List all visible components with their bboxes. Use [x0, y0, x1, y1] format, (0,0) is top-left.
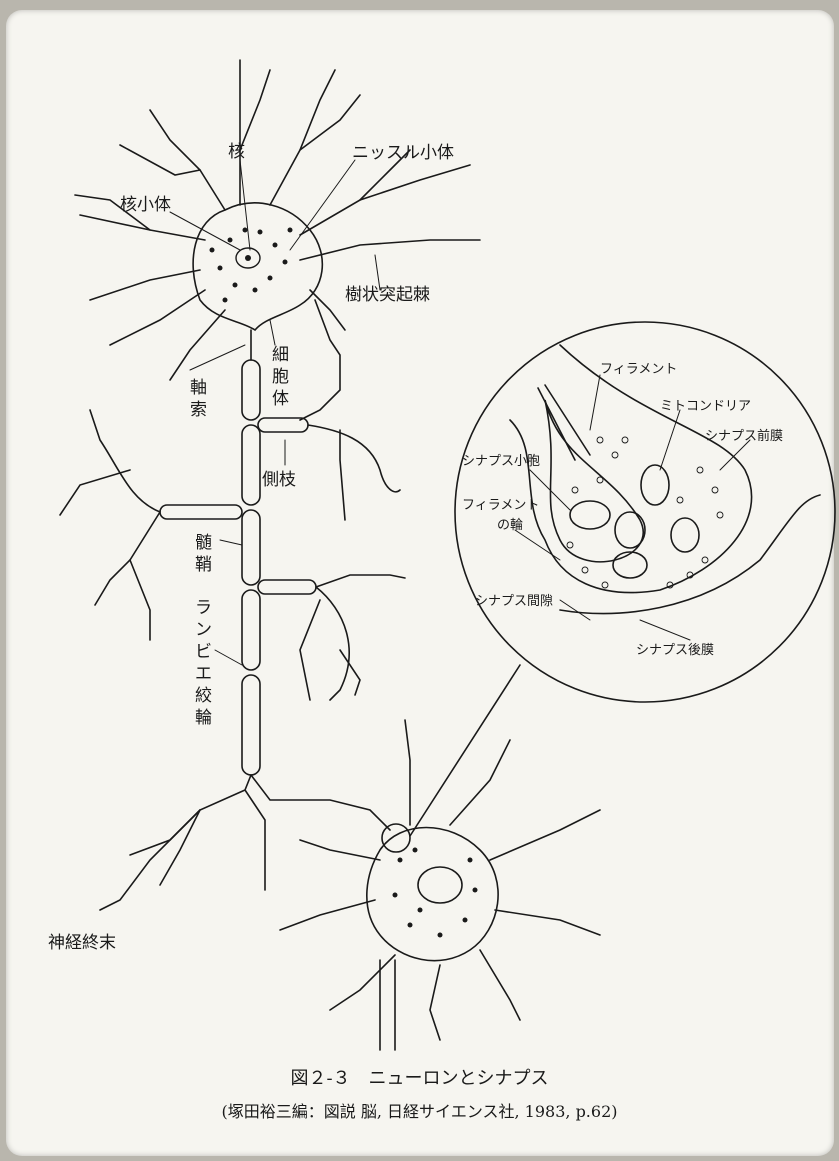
label-filament-ring-1: フィラメント [462, 498, 539, 513]
label-filament: フィラメント [600, 362, 677, 377]
synapse-zoom [410, 322, 835, 836]
label-presynaptic-membrane: シナプス前膜 [705, 428, 783, 444]
label-ranvier-2: ン [195, 620, 212, 640]
label-collateral: 側枝 [262, 470, 296, 490]
upper-dendrites [75, 60, 480, 420]
lower-neuron [280, 720, 600, 1050]
label-dendritic-spine: 樹状突起棘 [345, 285, 430, 305]
label-synaptic-cleft: シナプス間隙 [475, 594, 553, 609]
label-axon-1: 軸 [190, 378, 207, 398]
label-synaptic-vesicle: シナプス小胞 [462, 454, 540, 469]
label-cell-body-2: 胞 [272, 367, 289, 387]
vesicles [567, 437, 723, 588]
figure-caption-title: 図２-３ ニューロンとシナプス [0, 1064, 839, 1090]
label-myelin-1: 髄 [195, 533, 212, 553]
label-nerve-terminal: 神経終末 [48, 933, 116, 953]
label-axon-2: 索 [190, 400, 207, 420]
label-ranvier-5: 絞 [195, 686, 212, 706]
label-myelin-2: 鞘 [195, 555, 212, 575]
label-filament-ring-2: の輪 [497, 517, 523, 533]
label-cell-body-1: 細 [272, 345, 289, 365]
label-nucleus: 核 [228, 142, 245, 162]
axon [242, 330, 260, 775]
figure-caption-source: (塚田裕三編：図説 脳, 日経サイエンス社, 1983, p.62) [0, 1098, 839, 1122]
label-ranvier-6: 輪 [195, 708, 212, 728]
nissl-dots [210, 228, 478, 938]
label-nissl: ニッスル小体 [352, 143, 454, 163]
upper-soma [193, 203, 322, 330]
label-ranvier-3: ビ [195, 642, 212, 662]
label-mitochondria: ミトコンドリア [660, 399, 751, 414]
label-cell-body-3: 体 [272, 389, 289, 409]
nerve-terminals [100, 775, 390, 910]
nucleolus-shape [245, 255, 251, 261]
label-nucleolus: 核小体 [120, 195, 171, 215]
label-postsynaptic-membrane: シナプス後膜 [636, 643, 714, 658]
label-ranvier-4: エ [195, 664, 212, 684]
collaterals [60, 410, 405, 700]
label-ranvier-1: ラ [195, 598, 212, 618]
